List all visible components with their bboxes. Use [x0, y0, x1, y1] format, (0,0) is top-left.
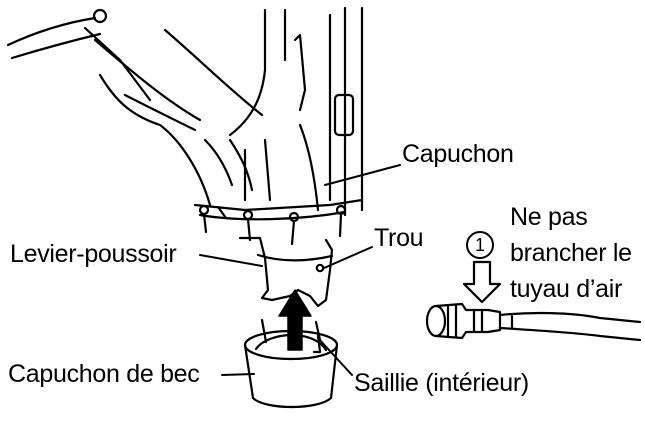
- note-line-3: tuyau d’air: [510, 275, 623, 303]
- note-line-1: Ne pas: [510, 203, 588, 231]
- up-arrow: [278, 289, 312, 351]
- nailer-body: [6, 6, 364, 246]
- push-lever: [238, 236, 334, 308]
- label-levier-poussoir: Levier-poussoir: [10, 240, 177, 268]
- label-saillie: Saillie (intérieur): [354, 369, 529, 397]
- step-number-badge: 1: [466, 231, 494, 259]
- nose-cap: [243, 318, 339, 409]
- note-line-2: brancher le: [510, 239, 632, 267]
- label-capuchon-de-bec: Capuchon de bec: [8, 360, 200, 388]
- air-hose-connector: [425, 260, 642, 342]
- label-trou: Trou: [374, 224, 424, 252]
- label-capuchon: Capuchon: [402, 140, 514, 168]
